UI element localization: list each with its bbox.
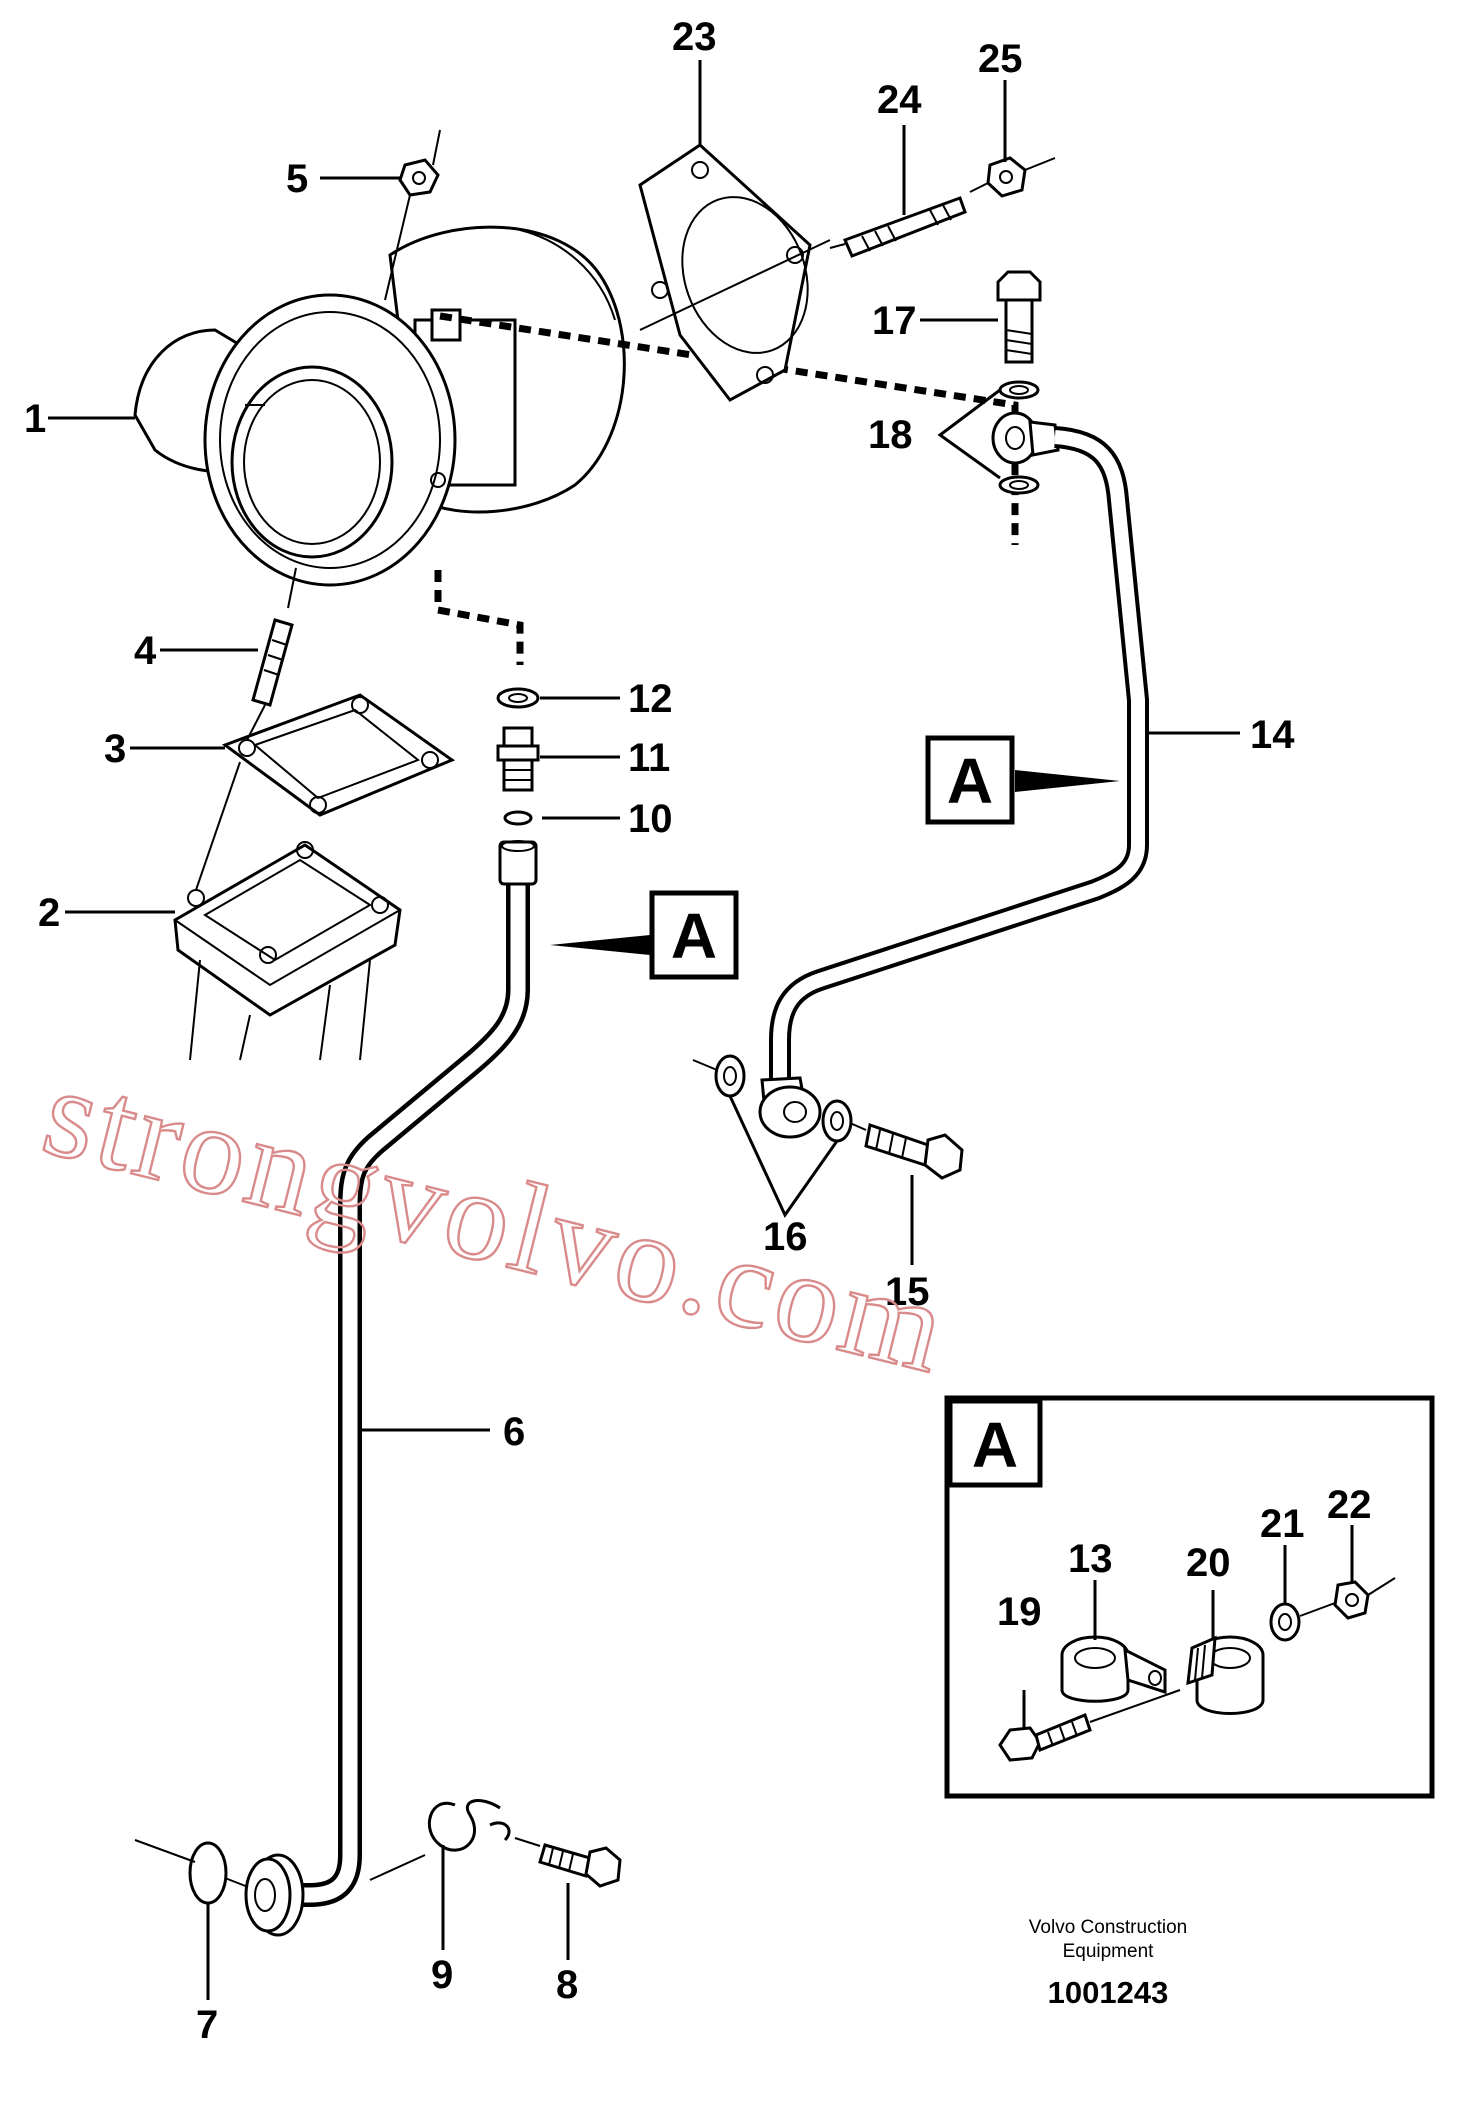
callout-10: 10 — [628, 797, 673, 841]
stud-24 — [829, 196, 967, 258]
detail-a-flag-upper: A — [925, 735, 1120, 825]
callout-21: 21 — [1260, 1502, 1305, 1546]
bolt-19 — [998, 1689, 1181, 1762]
leader-lines — [48, 60, 1354, 2000]
callout-18: 18 — [868, 413, 913, 457]
callout-24: 24 — [877, 78, 922, 122]
clip-9 — [369, 1799, 511, 1881]
stud-4 — [251, 567, 297, 707]
o-ring-10 — [503, 810, 533, 826]
bolt-8 — [514, 1837, 622, 1888]
washers-16 — [692, 1054, 853, 1143]
nipple-11 — [496, 726, 540, 792]
gasket-23 — [638, 143, 831, 402]
footer-company-line1: Volvo Construction — [1029, 1917, 1187, 1938]
banjo-fitting-lower — [758, 1076, 822, 1139]
oil-return-pipe-6 — [280, 840, 538, 1907]
washer-12 — [496, 687, 540, 709]
callout-3: 3 — [104, 727, 126, 771]
callout-13: 13 — [1068, 1537, 1113, 1581]
callout-15: 15 — [885, 1270, 930, 1314]
nut-25 — [969, 156, 1056, 198]
callout-16: 16 — [763, 1215, 808, 1259]
washer-21 — [1269, 1602, 1301, 1642]
callout-numbers: 1 2 3 4 5 6 7 8 9 10 11 12 13 14 15 16 1… — [24, 15, 1372, 2047]
callout-17: 17 — [872, 299, 917, 343]
detail-a-flag-lower: A — [550, 890, 739, 980]
callout-25: 25 — [978, 37, 1023, 81]
callout-4: 4 — [134, 629, 157, 673]
nut-5 — [384, 129, 441, 301]
oil-feed-pipe-14 — [769, 426, 1149, 1085]
callout-19: 19 — [997, 1590, 1042, 1634]
footer-company-line2: Equipment — [1063, 1941, 1155, 1962]
exhaust-flange-2 — [173, 761, 402, 1061]
banjo-bolt-15 — [849, 1122, 964, 1180]
detail-a-inset: A — [944, 1395, 1435, 1799]
clamp-13 — [1060, 1635, 1167, 1703]
callout-7: 7 — [196, 2003, 218, 2047]
banjo-bolt-17 — [996, 270, 1042, 364]
banjo-fitting-upper — [991, 411, 1060, 465]
oil-feed-hidden-line — [439, 312, 1019, 545]
callout-6: 6 — [503, 1410, 525, 1454]
callout-5: 5 — [286, 157, 308, 201]
turbocharger — [133, 225, 626, 587]
callout-9: 9 — [431, 1953, 453, 1997]
callout-1: 1 — [24, 397, 46, 441]
pipe-end-flange — [244, 1853, 305, 1937]
watermark-text: strongvolvo.com — [31, 1039, 962, 1400]
footer-doc-number: 1001243 — [1048, 1975, 1169, 2010]
detail-a-flag-upper-label: A — [947, 745, 993, 817]
callout-20: 20 — [1186, 1541, 1231, 1585]
detail-a-inset-label: A — [972, 1409, 1018, 1481]
callout-14: 14 — [1250, 713, 1295, 757]
callout-12: 12 — [628, 677, 673, 721]
gasket-3 — [221, 693, 456, 817]
callout-23: 23 — [672, 15, 717, 59]
detail-a-flag-lower-label: A — [671, 900, 717, 972]
bushing-20 — [1186, 1635, 1265, 1715]
callout-2: 2 — [38, 891, 60, 935]
washers-18 — [998, 380, 1040, 495]
callout-22: 22 — [1327, 1483, 1372, 1527]
callout-8: 8 — [556, 1963, 578, 2007]
o-ring-7 — [134, 1839, 249, 1905]
footer: Volvo Construction Equipment 1001243 — [1029, 1917, 1187, 2010]
oil-drain-hidden-line — [434, 570, 524, 665]
callout-11: 11 — [628, 736, 670, 780]
nut-22 — [1299, 1577, 1396, 1620]
